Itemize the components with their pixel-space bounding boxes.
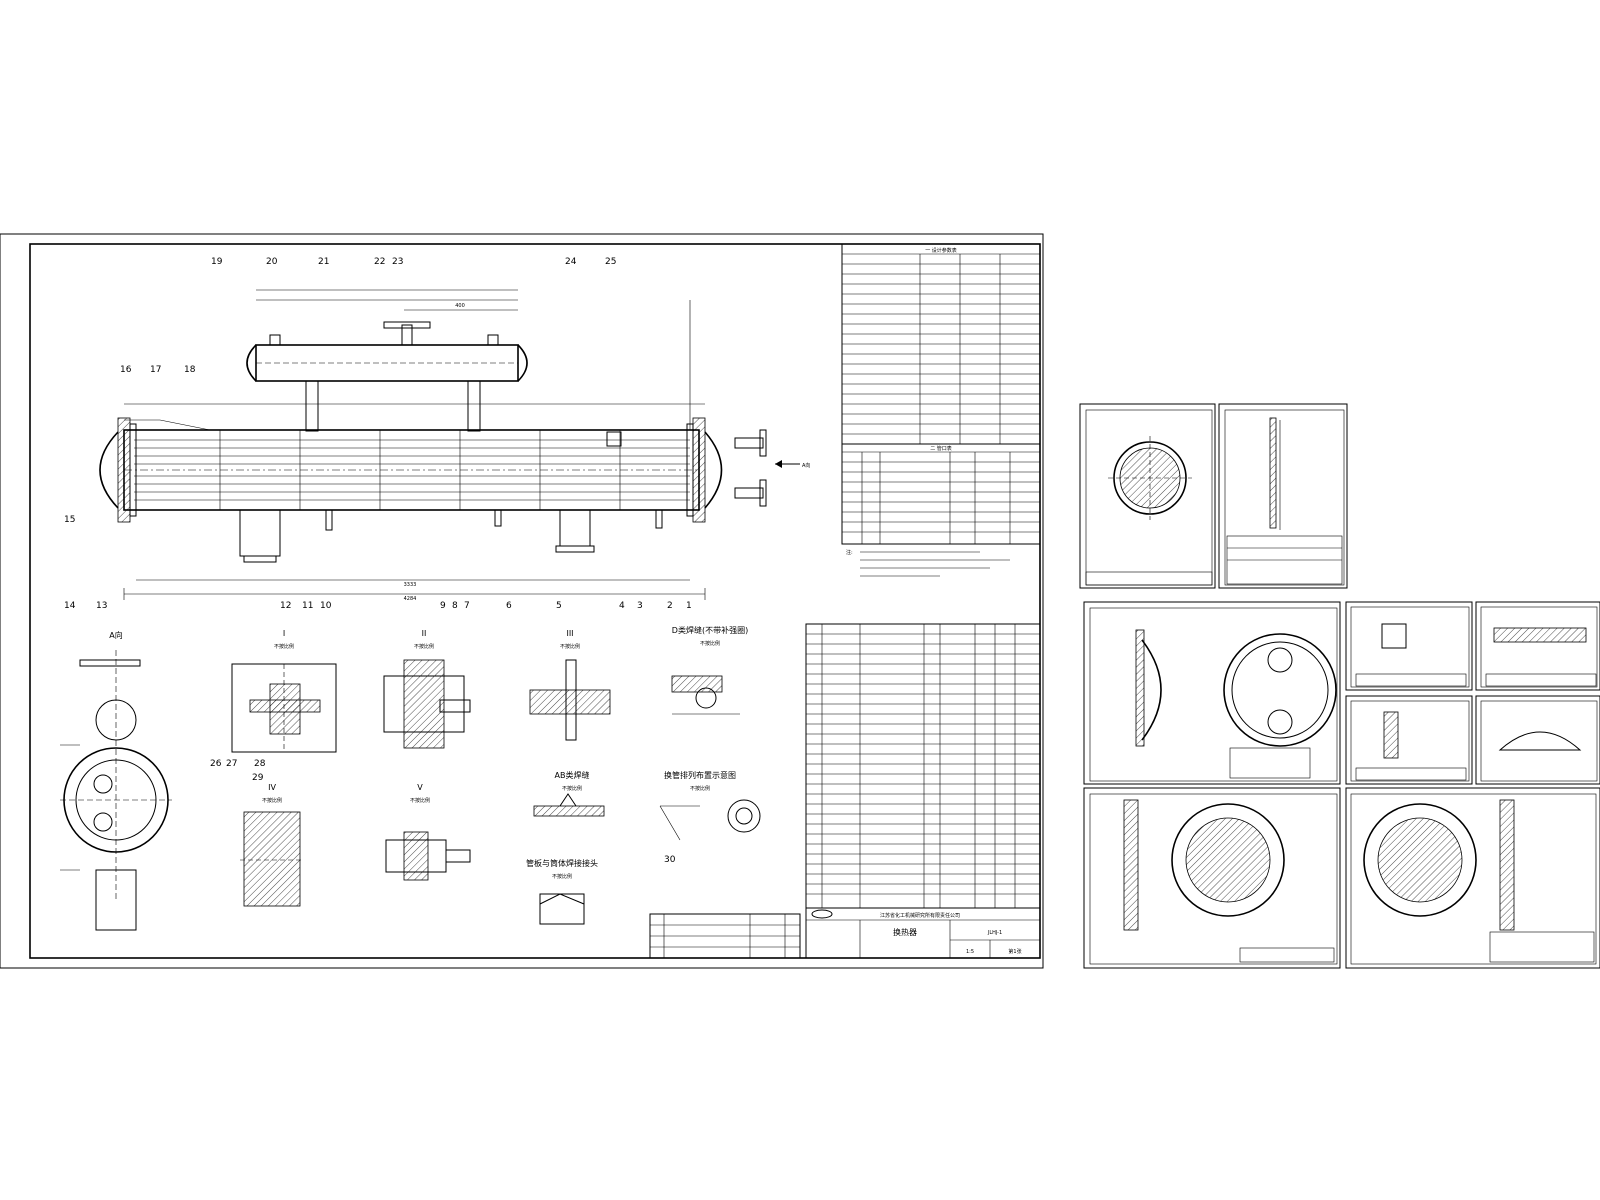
- nozzle-table-heading: 二 管口表: [930, 445, 952, 452]
- title-drawing-no: JLHJ-1: [987, 930, 1002, 936]
- view-v-title: V: [417, 783, 423, 792]
- title-block: [805, 907, 1041, 959]
- drawing-list-table: [649, 913, 801, 959]
- view-ii: [383, 659, 471, 749]
- part-number-label: 10: [320, 601, 332, 611]
- view-joint-scale: 不按比例: [552, 873, 572, 880]
- part-number-label: 21: [318, 257, 329, 267]
- view-iii-scale: 不按比例: [560, 643, 580, 650]
- title-sheet: 第1张: [1008, 948, 1021, 955]
- title-scale: 1:5: [966, 949, 974, 955]
- part-number-label: 19: [211, 257, 223, 267]
- part-number-label: 1: [686, 601, 692, 611]
- view-ab: [533, 793, 605, 817]
- upper-drum: [246, 299, 528, 432]
- sheet-3: [1083, 601, 1341, 785]
- view-joint: [539, 893, 585, 925]
- view-joint-title: 管板与筒体焊接接头: [526, 858, 598, 868]
- sheet-2: [1218, 403, 1348, 589]
- sheet-1: [1079, 403, 1216, 589]
- part-number-label: 7: [464, 601, 470, 611]
- part-number-label: 13: [96, 601, 107, 611]
- view-v: [385, 831, 471, 881]
- view-i: [231, 663, 337, 753]
- title-company: 江苏省化工机械研究所有限责任公司: [880, 912, 960, 919]
- sheet-9: [1345, 787, 1600, 969]
- sheet-4: [1345, 601, 1473, 691]
- view-a: [60, 650, 172, 931]
- view-pipe-scale: 不按比例: [690, 785, 710, 792]
- part-number-label: 20: [266, 257, 278, 267]
- dim-overall: 4284: [404, 596, 417, 602]
- parts-list-rows: [806, 633, 1040, 895]
- part-number-label: 8: [452, 601, 458, 611]
- view-v-scale: 不按比例: [410, 797, 430, 804]
- part-number-label: 9: [440, 601, 446, 611]
- part-number-label: 6: [506, 601, 512, 611]
- view-iii-title: III: [566, 629, 573, 638]
- view-iii: [529, 659, 611, 741]
- view-pipe: [659, 799, 761, 841]
- notes-heading: 注:: [846, 549, 853, 556]
- sheet-5: [1475, 601, 1600, 691]
- nozzle-table: [841, 443, 1041, 545]
- spec-table-rows: [842, 263, 1040, 435]
- sheet-6: [1345, 695, 1473, 785]
- view-d-title: D类焊缝(不带补强圈): [672, 625, 748, 635]
- part-number-label: 15: [64, 515, 75, 525]
- detail-26: 26: [210, 759, 222, 769]
- part-number-label: 24: [565, 257, 577, 267]
- detail-30: 30: [664, 855, 676, 865]
- view-iv: [240, 811, 304, 907]
- part-number-label: 11: [302, 601, 313, 611]
- detail-27: 27: [226, 759, 237, 769]
- part-number-label: 17: [150, 365, 161, 375]
- nozzle-table-rows: [842, 461, 1040, 533]
- view-iv-title: IV: [268, 783, 276, 792]
- part-number-label: 25: [605, 257, 616, 267]
- part-number-label: 23: [392, 257, 403, 267]
- part-number-label: 5: [556, 601, 562, 611]
- view-ii-scale: 不按比例: [414, 643, 434, 650]
- part-number-label: 2: [667, 601, 673, 611]
- part-number-label: 3: [637, 601, 643, 611]
- part-number-label: 22: [374, 257, 385, 267]
- parts-list: [805, 623, 1041, 909]
- view-ab-title: AB类焊缝: [555, 770, 590, 780]
- dim-tube: 3333: [404, 582, 417, 588]
- title-name: 换热器: [893, 927, 917, 937]
- view-a-title: A向: [109, 630, 122, 640]
- a-view-arrow: [775, 460, 800, 468]
- detail-29: 29: [252, 773, 264, 783]
- view-iv-scale: 不按比例: [262, 797, 282, 804]
- exchanger-body: [99, 417, 767, 563]
- view-pipe-title: 换管排列布置示意图: [664, 770, 736, 780]
- view-d: [671, 675, 740, 715]
- notes-lines: [860, 551, 1010, 577]
- a-view-arrow-label: A向: [802, 462, 810, 469]
- view-ab-scale: 不按比例: [562, 785, 582, 792]
- part-number-label: 16: [120, 365, 132, 375]
- view-d-scale: 不按比例: [700, 640, 720, 647]
- sheet-8: [1083, 787, 1341, 969]
- dimension-lines: [123, 289, 706, 600]
- view-i-title: I: [283, 629, 285, 638]
- dim-top: 400: [455, 303, 465, 309]
- part-number-label: 12: [280, 601, 291, 611]
- spec-table-heading: 一 设计参数表: [925, 247, 957, 254]
- part-number-label: 14: [64, 601, 76, 611]
- part-number-label: 4: [619, 601, 625, 611]
- detail-28: 28: [254, 759, 266, 769]
- view-i-scale: 不按比例: [274, 643, 294, 650]
- part-number-label: 18: [184, 365, 196, 375]
- view-ii-title: II: [422, 629, 427, 638]
- sheet-7: [1475, 695, 1600, 785]
